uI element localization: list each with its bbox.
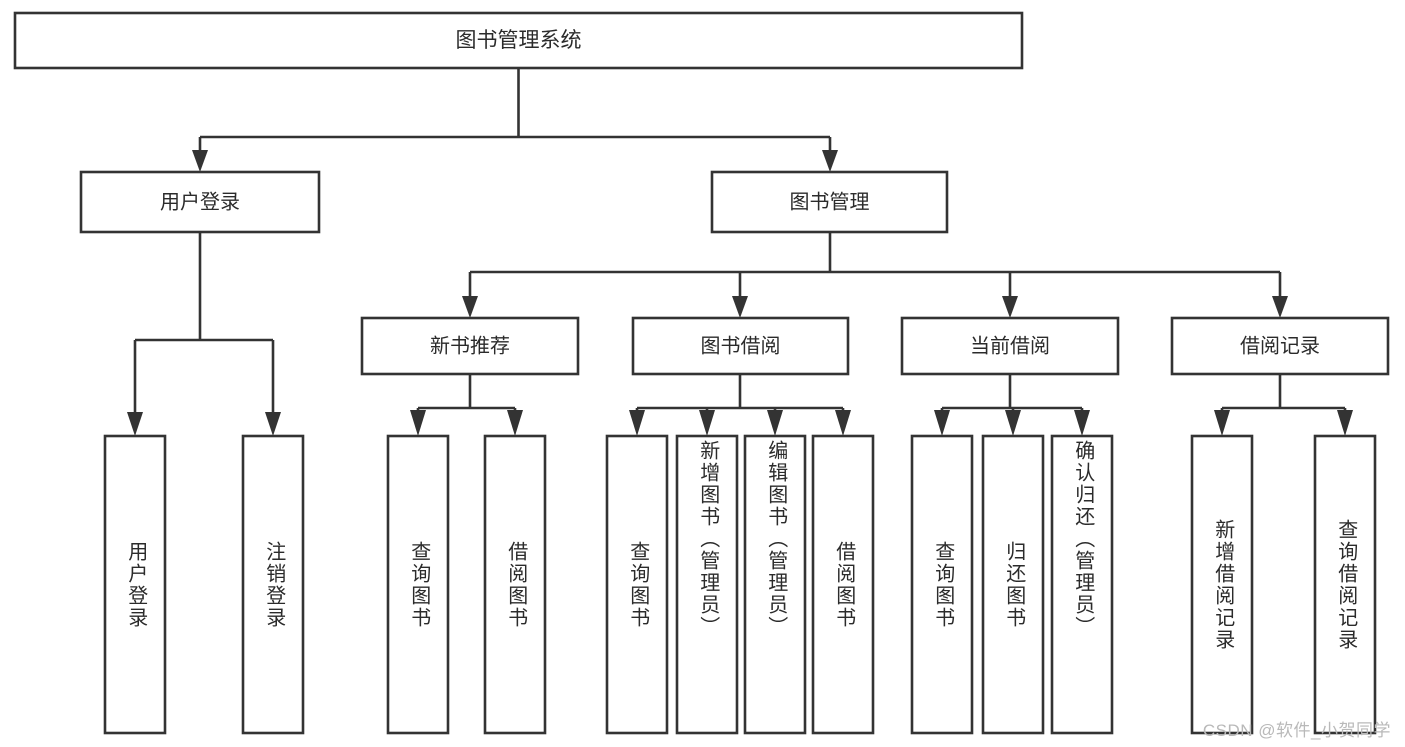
leaf-box-layer — [103, 434, 1377, 735]
leaf-box-query-book-1[interactable] — [386, 434, 450, 735]
arrow-head-login-leaf2 — [265, 412, 281, 436]
node-borrow-record-label: 借阅记录 — [1240, 334, 1320, 357]
node-book-management-box[interactable] — [710, 170, 949, 234]
leaf-box-query-book-3[interactable] — [910, 434, 974, 735]
node-new-book-recommend-box[interactable] — [360, 316, 580, 376]
node-new-book-recommend-label: 新书推荐 — [430, 334, 510, 357]
arrow-head-borrow-l3 — [767, 410, 783, 436]
arrow-head-borrow-l1 — [629, 410, 645, 436]
node-current-borrow-box[interactable] — [900, 316, 1120, 376]
node-root-box[interactable] — [13, 11, 1024, 70]
leaf-box-confirm-return-admin[interactable] — [1050, 434, 1114, 735]
leaf-box-add-borrow-record[interactable] — [1190, 434, 1254, 735]
node-new-book-recommend[interactable]: 新书推荐 — [360, 316, 580, 376]
node-book-borrow-label: 图书借阅 — [701, 334, 781, 357]
leaf-box-add-book-admin[interactable] — [675, 434, 739, 735]
arrow-head-login-leaf1 — [127, 412, 143, 436]
arrow-head-newbook-l1 — [410, 410, 426, 436]
arrow-head-newbook-l2 — [507, 410, 523, 436]
leaf-box-logout[interactable] — [241, 434, 305, 735]
node-current-borrow[interactable]: 当前借阅 — [900, 316, 1120, 376]
node-current-borrow-label: 当前借阅 — [970, 334, 1050, 357]
node-book-borrow-box[interactable] — [631, 316, 850, 376]
node-user-login-label: 用户登录 — [160, 190, 240, 213]
leaf-box-query-book-2[interactable] — [605, 434, 669, 735]
node-root[interactable]: 图书管理系统 — [13, 11, 1024, 70]
leaf-box-user-login[interactable] — [103, 434, 167, 735]
arrow-head-borrow-l2 — [699, 410, 715, 436]
arrow-head-to-login — [192, 150, 208, 172]
node-borrow-record-box[interactable] — [1170, 316, 1390, 376]
arrow-head-borrow-l4 — [835, 410, 851, 436]
arrow-head-record-l1 — [1214, 410, 1230, 436]
leaf-box-edit-book-admin[interactable] — [743, 434, 807, 735]
node-root-label: 图书管理系统 — [456, 29, 582, 52]
node-user-login-box[interactable] — [79, 170, 321, 234]
arrow-head-borrow — [732, 296, 748, 318]
node-book-borrow[interactable]: 图书借阅 — [631, 316, 850, 376]
arrow-head-record-l2 — [1337, 410, 1353, 436]
node-user-login[interactable]: 用户登录 — [79, 170, 321, 234]
node-book-management[interactable]: 图书管理 — [710, 170, 949, 234]
arrow-head-current-l2 — [1005, 410, 1021, 436]
leaf-box-borrow-book-1[interactable] — [483, 434, 547, 735]
node-borrow-record[interactable]: 借阅记录 — [1170, 316, 1390, 376]
connector-layer — [127, 68, 1353, 436]
arrow-head-newbook — [462, 296, 478, 318]
leaf-box-return-book[interactable] — [981, 434, 1045, 735]
arrow-head-current — [1002, 296, 1018, 318]
arrow-head-to-bookmgmt — [822, 150, 838, 172]
arrow-head-current-l3 — [1074, 410, 1090, 436]
leaf-box-borrow-book-2[interactable] — [811, 434, 875, 735]
node-book-management-label: 图书管理 — [790, 190, 870, 213]
arrow-head-current-l1 — [934, 410, 950, 436]
leaf-box-query-borrow-record[interactable] — [1313, 434, 1377, 735]
arrow-head-record — [1272, 296, 1288, 318]
